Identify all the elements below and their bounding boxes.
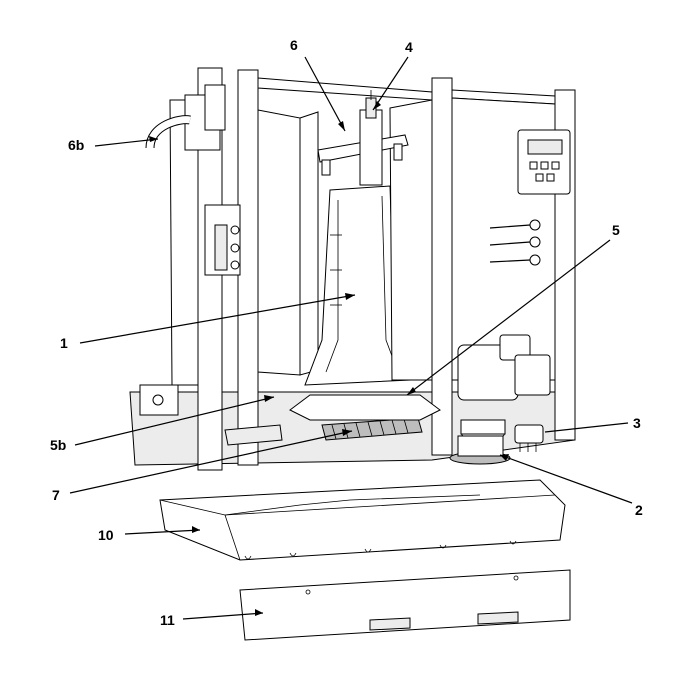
callout-10: 10 (98, 527, 114, 543)
leader-2 (499, 454, 633, 504)
leader-11 (182, 612, 264, 620)
callout-4: 4 (405, 39, 413, 55)
control-button (540, 161, 549, 170)
lift-actuator (359, 109, 383, 186)
heating-element-ribs (331, 418, 409, 440)
part-11-cover-plate (239, 569, 571, 641)
lift-clip (321, 159, 331, 176)
valve-knob-2 (230, 243, 240, 253)
plate-handle (477, 611, 519, 625)
element-carrier (289, 394, 441, 421)
leader-1 (79, 294, 356, 344)
callout-5: 5 (612, 222, 620, 238)
top-rail (257, 77, 433, 101)
leader-lines (69, 56, 633, 620)
control-button (529, 161, 538, 170)
plate-hole (513, 575, 519, 581)
valve-knob-1 (230, 225, 240, 235)
leader-10 (124, 529, 201, 535)
control-button (546, 173, 555, 182)
control-button (551, 161, 560, 170)
valve-body (214, 224, 228, 271)
plate-hole (305, 589, 311, 595)
part-10-drain-pan (159, 479, 566, 561)
inlet-knob (152, 394, 164, 406)
tank-edge-left (325, 200, 339, 373)
callout-3: 3 (633, 415, 641, 431)
callout-labels: 1 2 3 4 5 5b 6 6b 7 10 11 (50, 37, 643, 628)
right-valves (489, 219, 541, 266)
callout-6b: 6b (68, 137, 84, 153)
pan-tabs (244, 540, 517, 560)
right-inner-panel (389, 99, 433, 381)
motor-side (514, 354, 551, 396)
callout-5b: 5b (50, 437, 66, 453)
valve-knob-3 (230, 260, 240, 270)
leader-3 (544, 422, 629, 433)
left-element-clamp (224, 424, 283, 446)
callout-1: 1 (60, 335, 68, 351)
machine-frame (129, 67, 576, 471)
right-front-post (431, 77, 453, 456)
leader-6 (304, 56, 346, 132)
callout-7: 7 (52, 487, 60, 503)
filter-assembly (514, 424, 544, 452)
left-side-channel (299, 111, 319, 376)
lift-clip (393, 143, 403, 161)
control-display (527, 139, 563, 155)
drive-assembly (449, 419, 511, 465)
leader-6b (94, 138, 159, 147)
leader-arrowheads (149, 101, 509, 616)
callout-2: 2 (635, 502, 643, 518)
callout-11: 11 (160, 612, 175, 628)
plate-handle (369, 617, 411, 631)
callout-6: 6 (290, 37, 298, 53)
control-button (535, 173, 544, 182)
leader-4 (372, 56, 409, 111)
left-rear-post (237, 69, 259, 466)
leader-5b (74, 396, 275, 446)
upper-left-bracket (204, 84, 226, 131)
leader-7 (69, 430, 353, 494)
leader-5 (406, 239, 611, 396)
left-panel-inner (257, 109, 301, 376)
